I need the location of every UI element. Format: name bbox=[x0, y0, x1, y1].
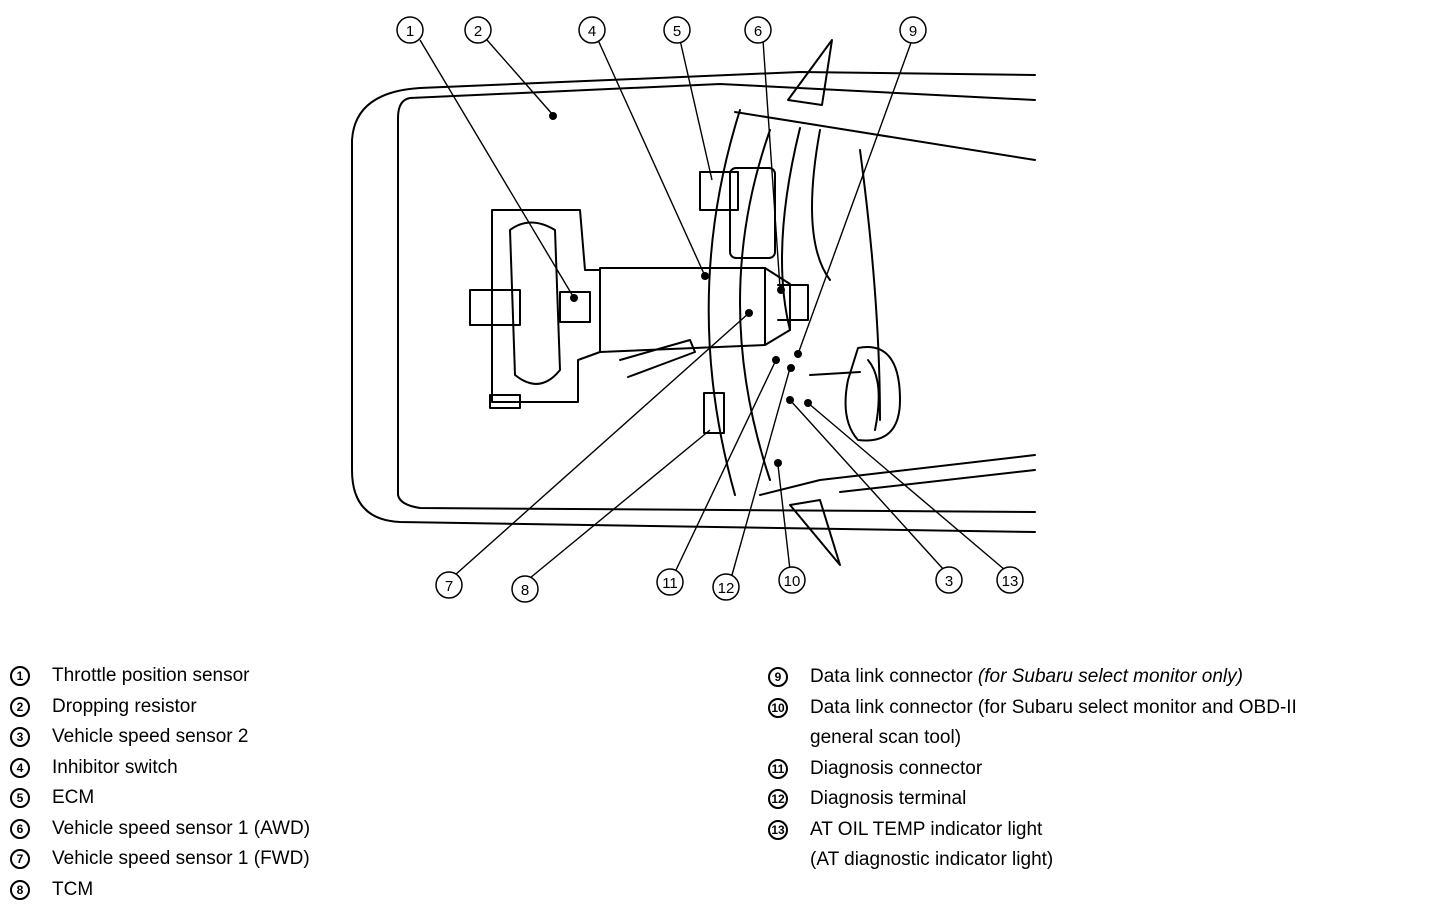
svg-text:4: 4 bbox=[588, 23, 596, 40]
svg-text:13: 13 bbox=[1002, 573, 1019, 590]
callout-13: 13 bbox=[996, 566, 1024, 594]
svg-text:6: 6 bbox=[754, 23, 762, 40]
svg-text:10: 10 bbox=[784, 573, 801, 590]
svg-text:11: 11 bbox=[662, 575, 678, 592]
steering-column bbox=[809, 371, 861, 376]
callout-12: 12 bbox=[712, 573, 740, 601]
dashboard-arc bbox=[707, 109, 741, 496]
svg-text:1: 1 bbox=[406, 23, 414, 40]
callout-6: 6 bbox=[744, 16, 772, 44]
callout-4: 4 bbox=[578, 16, 606, 44]
callout-3: 3 bbox=[935, 566, 963, 594]
car-body-outline bbox=[351, 71, 1036, 533]
steering-wheel bbox=[844, 346, 901, 442]
callout-2: 2 bbox=[464, 16, 492, 44]
instrument-panel bbox=[734, 111, 1036, 161]
ecm-box bbox=[699, 171, 739, 211]
svg-text:5: 5 bbox=[673, 23, 681, 40]
svg-text:7: 7 bbox=[445, 578, 453, 595]
lower-box bbox=[703, 392, 725, 434]
car-body-inner-line bbox=[397, 83, 1036, 513]
dashboard-arc-inner bbox=[739, 129, 771, 481]
callout-9: 9 bbox=[899, 16, 927, 44]
svg-text:8: 8 bbox=[521, 582, 529, 599]
callout-10: 10 bbox=[778, 566, 806, 594]
callout-7: 7 bbox=[435, 571, 463, 599]
a-pillar-top bbox=[787, 39, 833, 106]
svg-text:2: 2 bbox=[474, 23, 482, 40]
callout-5: 5 bbox=[663, 16, 691, 44]
vehicle-component-diagram: 1 2 4 5 6 9 7 8 11 12 10 3 13 bbox=[351, 16, 1036, 603]
a-pillar-bottom bbox=[789, 499, 841, 566]
callout-1: 1 bbox=[396, 16, 424, 44]
callout-11: 11 bbox=[656, 568, 684, 596]
svg-text:12: 12 bbox=[718, 580, 735, 597]
engine-block bbox=[491, 209, 601, 403]
svg-text:9: 9 bbox=[909, 23, 917, 40]
svg-text:3: 3 bbox=[945, 573, 953, 590]
callout-8: 8 bbox=[511, 575, 539, 603]
